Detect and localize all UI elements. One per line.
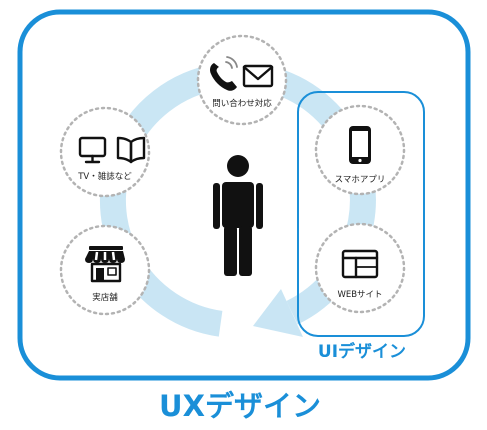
touchpoint-circle: [196, 34, 288, 126]
ui-design-frame: [297, 91, 425, 337]
touchpoint-circle: [314, 222, 406, 314]
smartphone-icon: [349, 126, 371, 164]
browser-window-icon: [341, 249, 379, 279]
touchpoint-circle: [59, 224, 151, 316]
touchpoint-smartphone-app: スマホアプリ: [314, 104, 406, 196]
person-icon: [213, 155, 263, 276]
mail-icon: [242, 64, 274, 88]
touchpoint-website: WEBサイト: [314, 222, 406, 314]
touchpoint-label: スマホアプリ: [335, 175, 386, 185]
phone-icon: [210, 56, 238, 91]
touchpoint-tv-magazine: TV・雑誌など: [59, 106, 151, 198]
touchpoint-label: TV・雑誌など: [77, 171, 132, 182]
touchpoint-inquiry: 問い合わせ対応: [196, 34, 288, 126]
ux-design-label: UXデザイン: [159, 389, 321, 423]
touchpoint-label: 実店舗: [92, 292, 118, 303]
shop-icon: [85, 246, 125, 283]
touchpoint-label: 問い合わせ対応: [212, 98, 272, 109]
book-icon: [116, 136, 146, 164]
tv-icon: [78, 136, 107, 164]
cycle-arrow-head: [253, 289, 303, 337]
ui-design-label: UIデザイン: [318, 341, 406, 362]
touchpoint-store: 実店舗: [59, 224, 151, 316]
touchpoint-label: WEBサイト: [337, 290, 382, 300]
